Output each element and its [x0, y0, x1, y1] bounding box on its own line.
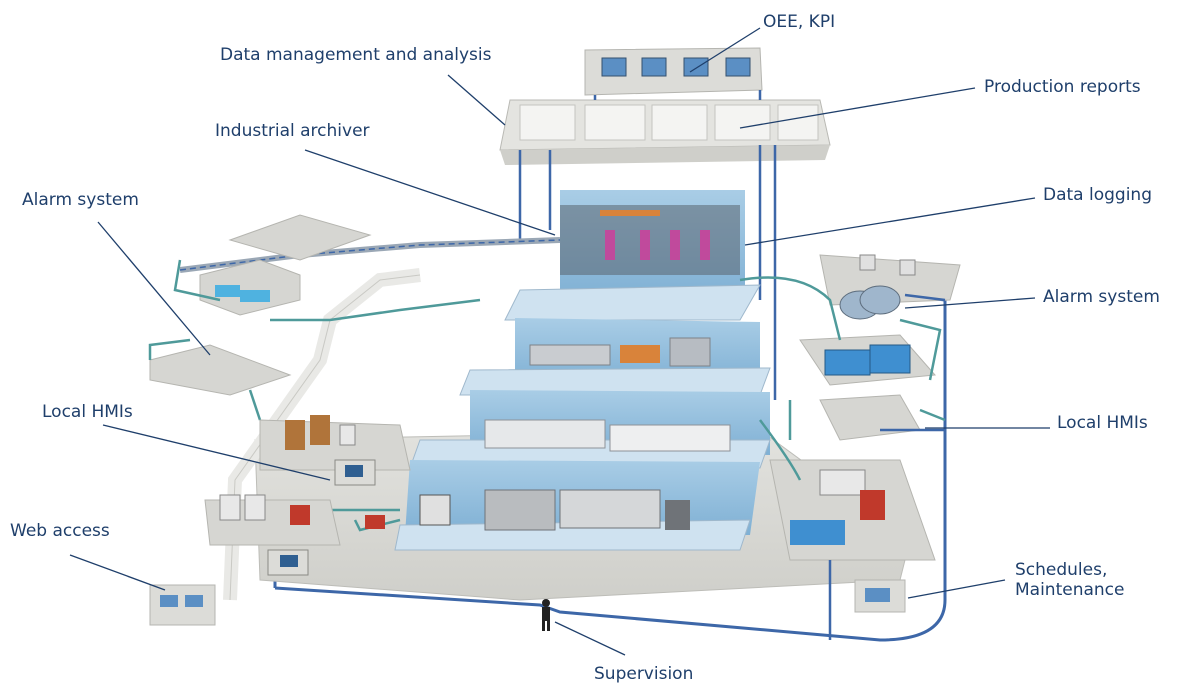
leader-local-hmis-left [102, 424, 331, 481]
label-data-management: Data management and analysis [220, 45, 492, 65]
ground-hmi-screens [267, 459, 376, 576]
archiver-conveyor-line [179, 239, 561, 271]
label-industrial-archiver: Industrial archiver [215, 121, 370, 141]
label-schedules-maintenance: Schedules, Maintenance [1015, 560, 1124, 601]
data-management-office [499, 99, 831, 165]
middle-production-level [459, 318, 771, 396]
label-production-reports: Production reports [984, 77, 1141, 97]
right-storage-zone [769, 254, 961, 613]
leader-industrial-archiver [304, 149, 556, 236]
leader-alarm-left [97, 221, 211, 356]
left-offices [149, 214, 372, 626]
label-web-access: Web access [10, 521, 110, 541]
supervision-person-icon [542, 599, 550, 631]
bottom-production-level [394, 460, 760, 551]
label-data-logging: Data logging [1043, 185, 1152, 205]
right-blue-cables [828, 293, 946, 640]
supervision-network-loop [274, 293, 947, 642]
lower-production-level [409, 390, 771, 469]
label-local-hmis-right: Local HMIs [1057, 413, 1148, 433]
label-alarm-system-left: Alarm system [22, 190, 139, 210]
label-alarm-system-right: Alarm system [1043, 287, 1160, 307]
office-network-links [518, 90, 777, 400]
leader-data-logging [744, 197, 1036, 246]
kpi-screens-panel [584, 47, 763, 96]
leader-data-management [447, 74, 506, 126]
label-schedules-line2: Maintenance [1015, 580, 1125, 601]
label-schedules-line1: Schedules, [1015, 560, 1108, 580]
leader-web-access [69, 554, 166, 591]
leader-production-reports [739, 87, 976, 129]
leader-lines [69, 27, 1050, 656]
left-warehouse [204, 415, 411, 546]
leader-alarm-right [904, 297, 1036, 309]
label-oee-kpi: OEE, KPI [763, 12, 836, 32]
label-supervision: Supervision [594, 664, 694, 684]
upper-production-level [504, 190, 761, 321]
leader-schedules [907, 579, 1006, 599]
right-teal-cables [739, 276, 946, 481]
left-teal-cables [148, 259, 481, 532]
label-local-hmis-left: Local HMIs [42, 402, 133, 422]
leader-supervision [554, 621, 626, 656]
leader-oee-kpi [689, 27, 761, 73]
